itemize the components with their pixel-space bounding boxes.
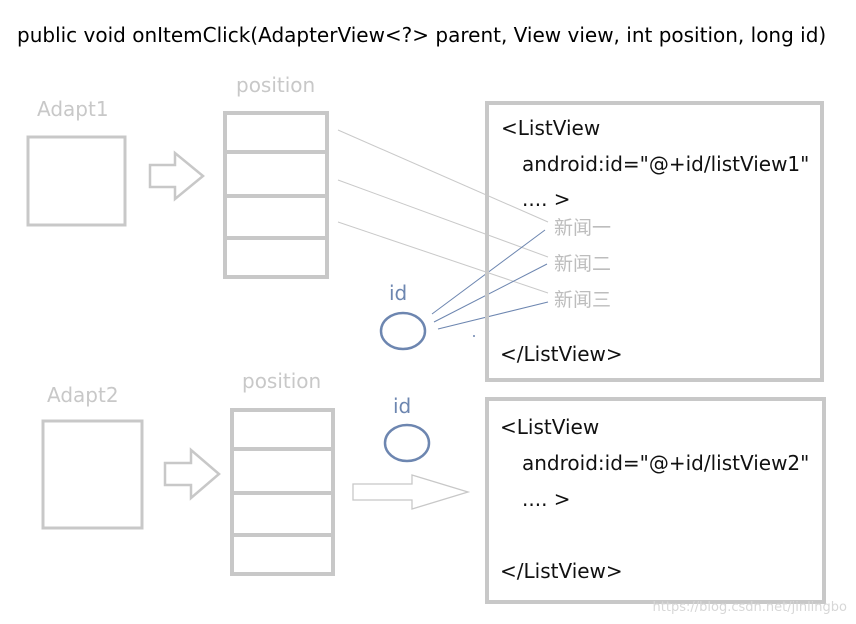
listview1-close-tag: </ListView>	[500, 342, 623, 366]
listview1-item-2: 新闻二	[554, 253, 611, 275]
listview1-ellipsis: .... >	[522, 187, 571, 211]
id2-ellipse	[383, 423, 431, 463]
id2-label: id	[393, 394, 411, 418]
adapt1-box	[26, 135, 127, 227]
position-mapping-line	[337, 129, 549, 223]
adapt2-arrow	[163, 447, 221, 501]
listview2-box	[485, 397, 826, 604]
id-mapping-lines	[431, 229, 549, 330]
listview1-item-3: 新闻三	[554, 289, 611, 311]
position2-label: position	[242, 369, 321, 393]
listview2-ellipsis: .... >	[522, 487, 571, 511]
id1-ellipse	[379, 311, 427, 351]
position2-stack	[230, 408, 335, 576]
listview1-box	[485, 101, 824, 382]
listview2-id-attr: android:id="@+id/listView2"	[522, 451, 809, 475]
adapt2-box	[41, 419, 144, 530]
adapt2-label: Adapt2	[47, 383, 119, 407]
id-mapping-line	[433, 263, 548, 323]
stray-dot	[473, 335, 475, 337]
position-mapping-line	[337, 221, 549, 294]
adapt1-arrow	[148, 150, 205, 202]
listview1-id-attr: android:id="@+id/listView1"	[522, 152, 809, 176]
listview1-item-1: 新闻一	[554, 217, 611, 239]
position1-label: position	[236, 73, 315, 97]
watermark: https://blog.csdn.net/jinlingbo	[653, 600, 847, 615]
id-mapping-line	[437, 301, 549, 330]
position1-stack	[223, 111, 329, 279]
position-mapping-line	[337, 179, 549, 258]
listview2-arrow	[352, 474, 471, 510]
method-signature-title: public void onItemClick(AdapterView<?> p…	[17, 23, 826, 47]
listview2-open-tag: <ListView	[500, 415, 599, 439]
listview2-close-tag: </ListView>	[500, 559, 623, 583]
adapt1-label: Adapt1	[37, 97, 109, 121]
position-mapping-lines	[337, 129, 549, 294]
listview1-open-tag: <ListView	[501, 116, 600, 140]
id1-label: id	[389, 281, 407, 305]
